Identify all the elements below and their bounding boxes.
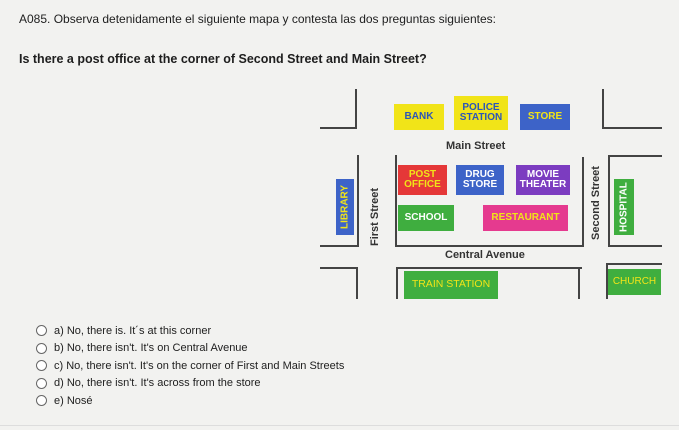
- block-line: [396, 267, 582, 269]
- hospital-building: HOSPITAL: [614, 179, 634, 235]
- block-line: [578, 267, 580, 299]
- radio-button[interactable]: [36, 377, 47, 389]
- option-label: a) No, there is. It´s at this corner: [54, 324, 212, 337]
- block-line: [608, 245, 662, 247]
- divider: [0, 425, 679, 426]
- drug-store-building: DRUG STORE: [456, 165, 504, 195]
- store-building: STORE: [520, 104, 570, 130]
- block-line: [320, 127, 357, 129]
- option-d[interactable]: d) No, there isn't. It's across from the…: [36, 375, 344, 393]
- block-line: [357, 155, 359, 247]
- second-street-label: Second Street: [590, 166, 602, 240]
- block-line: [396, 267, 398, 299]
- exercise-header: A085. Observa detenidamente el siguiente…: [19, 12, 496, 26]
- block-line: [606, 263, 662, 265]
- central-avenue-label: Central Avenue: [445, 249, 525, 261]
- restaurant-building: RESTAURANT: [483, 205, 568, 231]
- bank-building: BANK: [394, 104, 444, 130]
- option-label: c) No, there isn't. It's on the corner o…: [54, 359, 345, 372]
- option-c[interactable]: c) No, there isn't. It's on the corner o…: [36, 357, 344, 375]
- block-line: [608, 155, 662, 157]
- post-office-building: POST OFFICE: [398, 165, 447, 195]
- movie-theater-building: MOVIE THEATER: [516, 165, 570, 195]
- police-station-building: POLICE STATION: [454, 96, 508, 130]
- option-label: e) Nosé: [54, 394, 93, 407]
- block-line: [320, 245, 359, 247]
- library-building: LIBRARY: [336, 179, 354, 235]
- answer-options: a) No, there is. It´s at this corner b) …: [36, 322, 344, 410]
- option-b[interactable]: b) No, there isn't. It's on Central Aven…: [36, 340, 344, 358]
- radio-button[interactable]: [36, 360, 47, 372]
- radio-button[interactable]: [36, 342, 47, 354]
- block-line: [356, 267, 358, 299]
- option-label: b) No, there isn't. It's on Central Aven…: [54, 342, 248, 355]
- option-a[interactable]: a) No, there is. It´s at this corner: [36, 322, 344, 340]
- first-street-label: First Street: [369, 187, 381, 247]
- option-label: d) No, there isn't. It's across from the…: [54, 377, 261, 390]
- block-line: [320, 267, 358, 269]
- radio-button[interactable]: [36, 395, 47, 407]
- question-text: Is there a post office at the corner of …: [19, 52, 427, 66]
- block-line: [602, 127, 662, 129]
- church-building: CHURCH: [608, 269, 661, 295]
- block-line: [355, 89, 357, 127]
- block-line: [606, 263, 608, 299]
- main-street-label: Main Street: [446, 140, 506, 152]
- school-building: SCHOOL: [398, 205, 454, 231]
- option-e[interactable]: e) Nosé: [36, 392, 344, 410]
- block-line: [602, 89, 604, 129]
- block-line: [608, 155, 610, 247]
- train-station-building: TRAIN STATION: [404, 271, 498, 299]
- block-line: [395, 155, 397, 247]
- radio-button[interactable]: [36, 325, 47, 337]
- block-line: [582, 157, 584, 247]
- street-map: BANK POLICE STATION STORE Main Street LI…: [320, 85, 670, 315]
- block-line: [395, 245, 582, 247]
